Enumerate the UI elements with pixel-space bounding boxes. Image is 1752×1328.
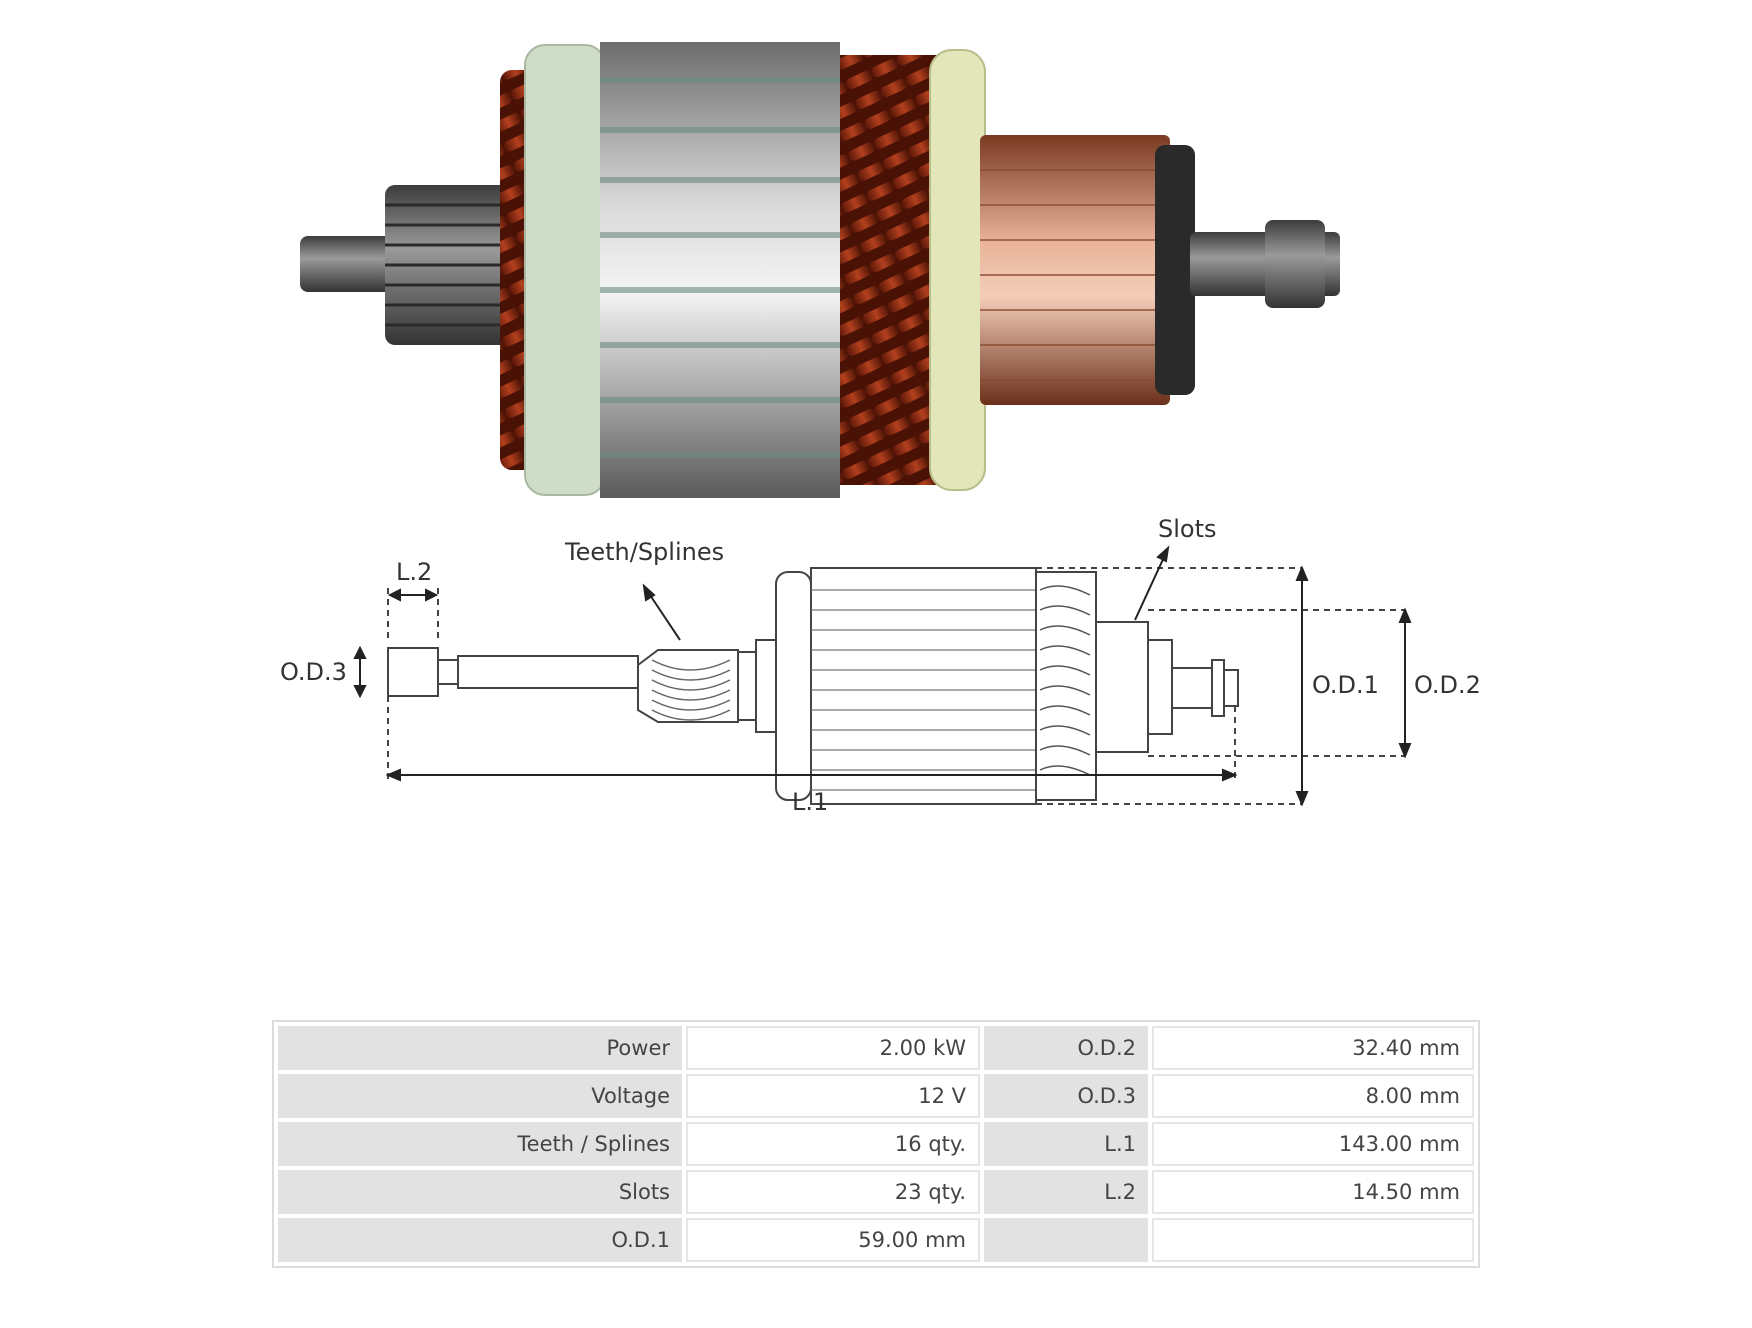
pinion-gear — [637, 649, 739, 723]
spec-key: O.D.2 — [984, 1026, 1148, 1070]
l1-label: L.1 — [792, 788, 828, 816]
spec-key: Power — [278, 1026, 682, 1070]
spec-value: 2.00 kW — [686, 1026, 980, 1070]
spec-value — [1152, 1218, 1474, 1262]
spec-value: 32.40 mm — [1152, 1026, 1474, 1070]
spec-key: O.D.1 — [278, 1218, 682, 1262]
commutator — [1095, 621, 1149, 753]
lamination-stack — [810, 567, 1037, 805]
spec-value: 59.00 mm — [686, 1218, 980, 1262]
spec-key: Voltage — [278, 1074, 682, 1118]
table-row: Teeth / Splines 16 qty. L.1 143.00 mm — [278, 1122, 1474, 1166]
l2-label: L.2 — [396, 558, 432, 586]
spec-table: Power 2.00 kW O.D.2 32.40 mm Voltage 12 … — [272, 1020, 1480, 1268]
od1-label: O.D.1 — [1312, 671, 1379, 699]
spec-key — [984, 1218, 1148, 1262]
shaft-rear — [1171, 667, 1213, 709]
winding-end-left — [775, 571, 812, 801]
table-row: Power 2.00 kW O.D.2 32.40 mm — [278, 1026, 1474, 1070]
table-row: Voltage 12 V O.D.3 8.00 mm — [278, 1074, 1474, 1118]
od3-label: O.D.3 — [280, 658, 347, 686]
spec-value: 14.50 mm — [1152, 1170, 1474, 1214]
slots-label: Slots — [1158, 515, 1217, 543]
dimension-drawing: Teeth/Splines Slots L.2 O.D.3 O.D.1 O.D.… — [280, 515, 1481, 816]
spec-value: 16 qty. — [686, 1122, 980, 1166]
spec-key: Teeth / Splines — [278, 1122, 682, 1166]
shaft — [457, 655, 639, 689]
spec-key: L.1 — [984, 1122, 1148, 1166]
spec-key: Slots — [278, 1170, 682, 1214]
teeth-splines-label: Teeth/Splines — [564, 538, 724, 566]
spec-key: O.D.3 — [984, 1074, 1148, 1118]
table-row: O.D.1 59.00 mm — [278, 1218, 1474, 1262]
od2-label: O.D.2 — [1414, 671, 1481, 699]
armature-photo — [300, 42, 1340, 498]
spec-value: 12 V — [686, 1074, 980, 1118]
spec-key: L.2 — [984, 1170, 1148, 1214]
spec-value: 8.00 mm — [1152, 1074, 1474, 1118]
spec-value: 143.00 mm — [1152, 1122, 1474, 1166]
teeth-splines-callout: Teeth/Splines — [564, 538, 724, 566]
shaft-end — [387, 647, 439, 697]
table-row: Slots 23 qty. L.2 14.50 mm — [278, 1170, 1474, 1214]
spec-value: 23 qty. — [686, 1170, 980, 1214]
